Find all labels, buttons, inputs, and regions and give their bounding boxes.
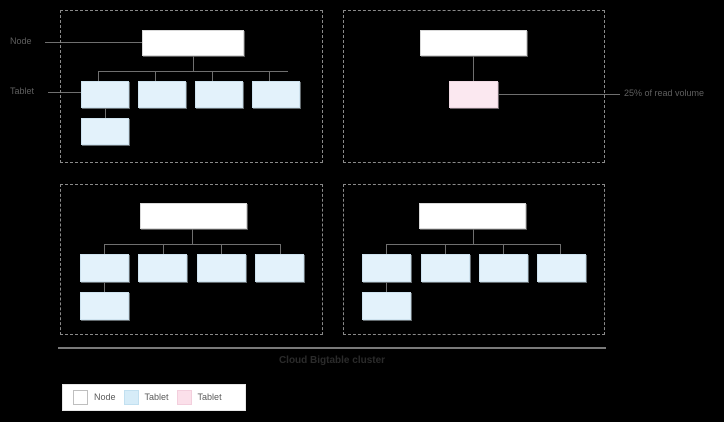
tablet-box-bl-1[interactable] — [80, 254, 129, 282]
legend-label-tablet-hot: Tablet — [197, 392, 222, 402]
connector-drop-bl-5 — [104, 282, 105, 292]
quadrant-bottom-left — [60, 184, 323, 335]
legend-swatch-tablet-hot-icon — [176, 390, 192, 405]
connector-trunk-tr — [473, 56, 474, 81]
connector-drop-br-4 — [560, 244, 561, 254]
cluster-baseline — [58, 347, 606, 349]
leader-line-tablet — [48, 92, 83, 93]
cluster-caption: Cloud Bigtable cluster — [278, 355, 386, 366]
legend-item-tablet-hot: Tablet — [176, 390, 222, 405]
legend-item-tablet: Tablet — [123, 390, 169, 405]
tablet-box-br-5[interactable] — [362, 292, 411, 320]
tablet-box-br-2[interactable] — [421, 254, 470, 282]
legend-label-node: Node — [94, 392, 116, 402]
connector-drop-br-3 — [503, 244, 504, 254]
node-box-br[interactable] — [419, 203, 526, 229]
tablet-box-tl-3[interactable] — [195, 81, 243, 108]
side-label-tablet: Tablet — [10, 86, 35, 96]
connector-trunk-tl — [193, 56, 194, 71]
callout-read-volume: 25% of read volume — [624, 88, 705, 98]
connector-drop-br-2 — [445, 244, 446, 254]
legend-label-tablet: Tablet — [144, 392, 169, 402]
tablet-box-bl-2[interactable] — [138, 254, 187, 282]
quadrant-bottom-right — [343, 184, 605, 335]
tablet-box-br-4[interactable] — [537, 254, 586, 282]
legend-item-node: Node — [73, 390, 116, 405]
connector-bus-br — [386, 244, 561, 245]
node-box-bl[interactable] — [140, 203, 247, 229]
connector-drop-tl-4 — [269, 71, 270, 81]
connector-drop-tl-3 — [212, 71, 213, 81]
leader-line-node — [45, 42, 142, 43]
connector-trunk-br — [473, 229, 474, 244]
quadrant-top-right — [343, 10, 605, 163]
tablet-box-bl-3[interactable] — [197, 254, 246, 282]
tablet-box-tl-5[interactable] — [81, 118, 129, 145]
tablet-box-br-1[interactable] — [362, 254, 411, 282]
connector-drop-tl-2 — [155, 71, 156, 81]
connector-trunk-bl — [192, 229, 193, 244]
tablet-box-tl-1[interactable] — [81, 81, 129, 108]
legend-swatch-node-icon — [73, 390, 88, 405]
connector-drop-br-5 — [386, 282, 387, 292]
node-box-tr[interactable] — [420, 30, 527, 56]
tablet-box-bl-5[interactable] — [80, 292, 129, 320]
side-label-node: Node — [10, 36, 32, 46]
quadrant-top-left — [60, 10, 323, 163]
connector-drop-bl-3 — [221, 244, 222, 254]
connector-drop-bl-1 — [104, 244, 105, 254]
tablet-box-tr-hot[interactable] — [449, 81, 498, 108]
connector-drop-br-1 — [386, 244, 387, 254]
connector-drop-tl-1 — [98, 71, 99, 81]
legend-swatch-tablet-icon — [123, 390, 139, 405]
connector-drop-tl-5 — [105, 108, 106, 118]
tablet-box-tl-2[interactable] — [138, 81, 186, 108]
connector-bus-tl — [98, 71, 288, 72]
tablet-box-bl-4[interactable] — [255, 254, 304, 282]
tablet-box-tl-4[interactable] — [252, 81, 300, 108]
node-box-tl[interactable] — [142, 30, 244, 56]
tablet-box-br-3[interactable] — [479, 254, 528, 282]
leader-line-read-volume — [498, 94, 620, 95]
connector-drop-bl-2 — [163, 244, 164, 254]
connector-drop-bl-4 — [280, 244, 281, 254]
legend: Node Tablet Tablet — [62, 384, 246, 411]
connector-bus-bl — [104, 244, 280, 245]
